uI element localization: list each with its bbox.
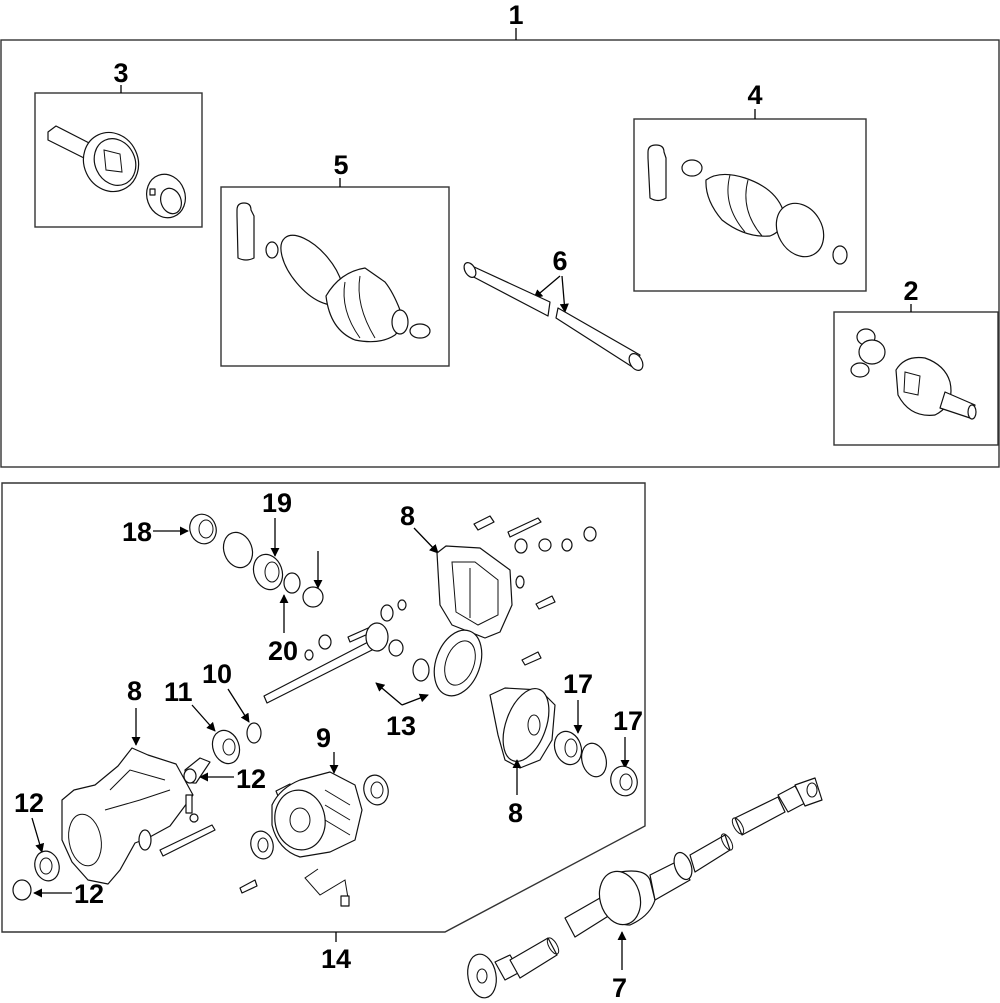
callout-6[interactable]: 6 bbox=[552, 246, 567, 276]
callout-12b[interactable]: 12 bbox=[14, 788, 44, 818]
part-15-ring-pinion-gear[interactable] bbox=[263, 622, 490, 704]
callout-2[interactable]: 2 bbox=[903, 276, 918, 306]
callout-4[interactable]: 4 bbox=[747, 80, 762, 110]
sensor-connector-icon bbox=[340, 895, 350, 907]
outer-cv-joint-icon bbox=[47, 125, 186, 219]
axle-assembly-group: 1 3 5 bbox=[0, 0, 1000, 468]
part-17-oil-seal-right[interactable] bbox=[607, 762, 642, 799]
differential-assembly-group: 14 18 19 20 bbox=[1, 482, 646, 974]
part-19-washer[interactable] bbox=[283, 572, 301, 594]
callout-8b[interactable]: 8 bbox=[127, 676, 142, 706]
callout-3[interactable]: 3 bbox=[113, 58, 128, 88]
o-ring-right-icon bbox=[581, 742, 607, 778]
callout-5[interactable]: 5 bbox=[333, 150, 348, 180]
part-8-rear-cover[interactable] bbox=[436, 545, 513, 639]
callout-1[interactable]: 1 bbox=[508, 0, 523, 30]
inner-boot-kit-icon bbox=[647, 144, 848, 265]
part-10-carrier-housing[interactable] bbox=[270, 771, 363, 858]
part-2-inner-cv-joint[interactable]: 2 bbox=[833, 276, 999, 446]
leader-12a bbox=[191, 704, 216, 732]
leader-6a bbox=[533, 275, 561, 299]
callout-9[interactable]: 8 bbox=[508, 798, 523, 828]
sensor-wire-icon bbox=[304, 868, 349, 899]
leader-15b bbox=[401, 693, 429, 706]
part-18-bearing-top[interactable] bbox=[249, 550, 288, 593]
callout-10[interactable]: 9 bbox=[316, 723, 331, 753]
callout-19[interactable]: 20 bbox=[268, 636, 298, 666]
boot-kit-icon bbox=[236, 202, 431, 343]
part-14-cap[interactable] bbox=[12, 879, 32, 901]
bracket-icon bbox=[159, 783, 293, 894]
differential-assembly-frame bbox=[1, 482, 646, 933]
axle-assembly-frame bbox=[0, 39, 1000, 468]
callout-8a[interactable]: 8 bbox=[400, 501, 415, 531]
part-13-spacer[interactable] bbox=[183, 757, 211, 784]
leader-15a bbox=[375, 682, 403, 706]
part-17-oil-seal-top[interactable] bbox=[186, 510, 221, 547]
part-12-bearing-upper[interactable] bbox=[208, 727, 244, 768]
part-5-outer-boot-kit[interactable]: 5 bbox=[220, 150, 450, 367]
part-20-side-gear[interactable] bbox=[302, 586, 324, 608]
part-11-washer[interactable] bbox=[246, 722, 262, 744]
leader-12b bbox=[31, 817, 45, 853]
callout-17a[interactable]: 18 bbox=[122, 517, 152, 547]
part-7-propeller-shaft[interactable]: 7 bbox=[464, 777, 823, 1003]
callout-14[interactable]: 12 bbox=[74, 879, 104, 909]
part-4-inner-boot-kit[interactable]: 4 bbox=[633, 80, 867, 292]
bolts-icon bbox=[473, 515, 597, 666]
leader-11 bbox=[227, 688, 250, 723]
callout-18a[interactable]: 19 bbox=[262, 488, 292, 518]
part-5-box bbox=[220, 186, 450, 367]
axle-shaft-icon bbox=[463, 262, 644, 371]
leader-8a bbox=[413, 527, 439, 554]
callout-7[interactable]: 7 bbox=[612, 973, 627, 1003]
part-12-bearing-lower[interactable] bbox=[32, 848, 63, 883]
inner-cv-joint-icon bbox=[850, 328, 977, 420]
part-8-front-case[interactable] bbox=[61, 747, 194, 885]
part-9-differential-case[interactable] bbox=[489, 682, 558, 769]
part-3-outer-cv-joint[interactable]: 3 bbox=[34, 58, 203, 228]
propeller-shaft-icon bbox=[467, 777, 823, 999]
callout-17b[interactable]: 17 bbox=[613, 706, 643, 736]
differential-gears-icon bbox=[304, 599, 430, 682]
callout-15[interactable]: 13 bbox=[386, 711, 416, 741]
leader-6b bbox=[559, 275, 569, 313]
part-4-box bbox=[633, 118, 867, 292]
o-ring-icon bbox=[222, 531, 254, 569]
part-6-axle-shaft[interactable]: 6 bbox=[462, 246, 646, 373]
part-2-box bbox=[833, 311, 999, 446]
part-3-box bbox=[34, 92, 203, 228]
seals-icon bbox=[250, 774, 389, 860]
callout-16[interactable]: 14 bbox=[321, 944, 351, 974]
callout-12a[interactable]: 11 bbox=[164, 677, 193, 707]
callout-11[interactable]: 10 bbox=[202, 659, 232, 689]
callout-13[interactable]: 12 bbox=[236, 764, 266, 794]
part-18-bearing-right[interactable] bbox=[550, 728, 586, 769]
callout-18b[interactable]: 17 bbox=[563, 669, 593, 699]
